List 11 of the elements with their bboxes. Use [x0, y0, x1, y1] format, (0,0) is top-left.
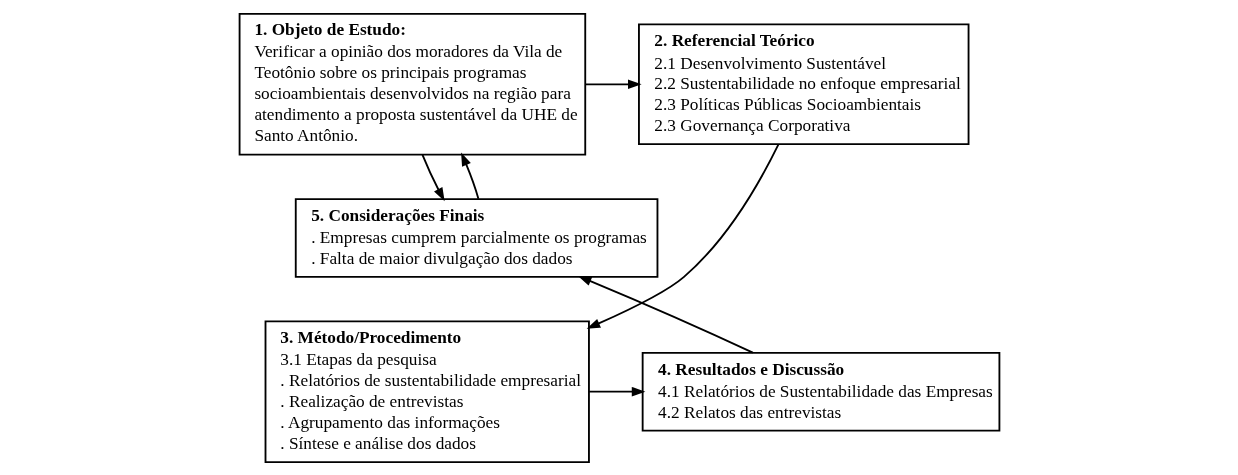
node-box: 1. Objeto de Estudo: Verificar a opinião dos moradores da Vila de Teotônio sobre os principais programas socioambientais desenvolvidos na região para atendimento a proposta sustentável da UHE de Santo Antônio. — [238, 12, 586, 156]
arrow — [586, 142, 779, 329]
node-box: 4. Resultados e Discussão 4.1 Relatórios de Sustentabilidade das Empresas 4.2 Relatos das entrevistas — [641, 351, 1000, 431]
arrow — [460, 151, 479, 200]
arrow — [587, 386, 645, 396]
node-box: 2. Referencial Teórico 2.1 Desenvolvimento Sustentável 2.2 Sustentabilidade no enfoque empresarial 2.3 Políticas Públicas Socioambientais 2.3 Governança Corporativa — [637, 23, 969, 145]
arrow — [421, 153, 445, 201]
arrow — [577, 275, 754, 354]
arrow — [584, 79, 642, 89]
node-box: 3. Método/Procedimento 3.1 Etapas da pesquisa . Relatórios de sustentabilidade empresarial . Realização de entrevistas . Agrupamento das informações . Síntese e análise dos dados — [264, 319, 590, 463]
node-box: 5. Considerações Finais . Empresas cumprem parcialmente os programas . Falta de maior divulgação dos dados — [294, 197, 658, 278]
